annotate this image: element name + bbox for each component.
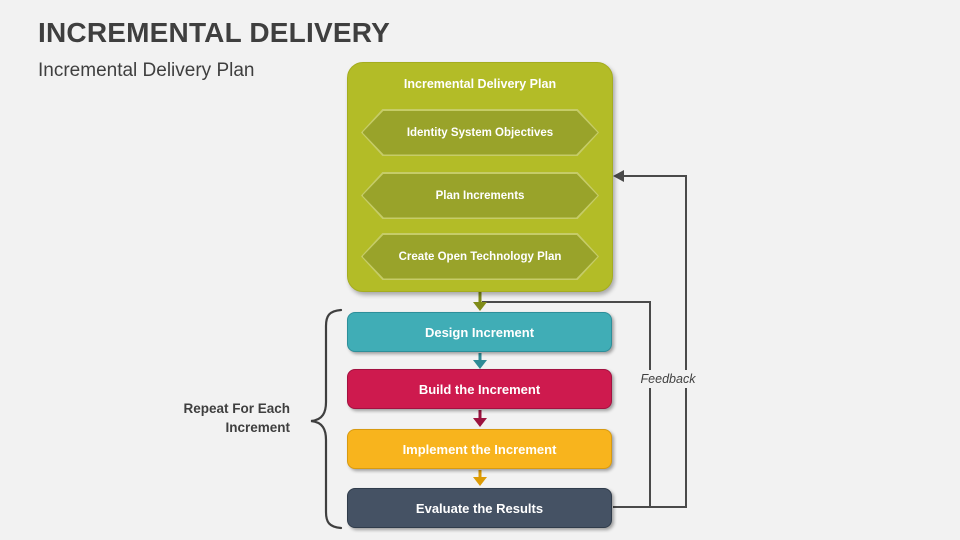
step-label: Implement the Increment [402,441,557,457]
step-build-the-increment: Build the Increment [347,369,612,409]
hexagon-identity-system-objectives: Identity System Objectives [361,109,599,156]
page-title: INCREMENTAL DELIVERY [38,17,390,48]
arrowhead-build-to-implement [473,418,487,427]
arrowhead-implement-to-evaluate [473,477,487,486]
arrowhead-plan-to-design [473,302,487,311]
hexagon-plan-increments: Plan Increments [361,172,599,219]
step-evaluate-the-results: Evaluate the Results [347,488,612,528]
step-label: Build the Increment [418,381,541,397]
hexagon-inner: Identity System Objectives [362,110,598,155]
step-label: Evaluate the Results [415,500,544,516]
hexagon-inner: Create Open Technology Plan [362,234,598,279]
repeat-label-line2: Increment [225,420,290,435]
step-implement-the-increment: Implement the Increment [347,429,612,469]
repeat-for-each-increment-label: Repeat For Each Increment [120,399,290,437]
hexagon-label: Identity System Objectives [406,126,554,139]
page-subtitle: Incremental Delivery Plan [38,60,255,81]
hexagon-create-open-technology-plan: Create Open Technology Plan [361,233,599,280]
repeat-brace [310,308,343,530]
repeat-label-line1: Repeat For Each [183,401,290,416]
feedback-arrowhead [613,170,624,182]
incremental-delivery-plan-box: Incremental Delivery Plan Identity Syste… [347,62,613,292]
plan-box-title: Incremental Delivery Plan [403,77,557,91]
step-label: Design Increment [424,324,535,340]
feedback-line-to-plan [613,175,687,508]
step-design-increment: Design Increment [347,312,612,352]
feedback-label: Feedback [630,370,706,388]
arrowhead-design-to-build [473,360,487,369]
hexagon-label: Create Open Technology Plan [398,250,562,263]
hexagon-inner: Plan Increments [362,173,598,218]
hexagon-label: Plan Increments [435,189,525,202]
